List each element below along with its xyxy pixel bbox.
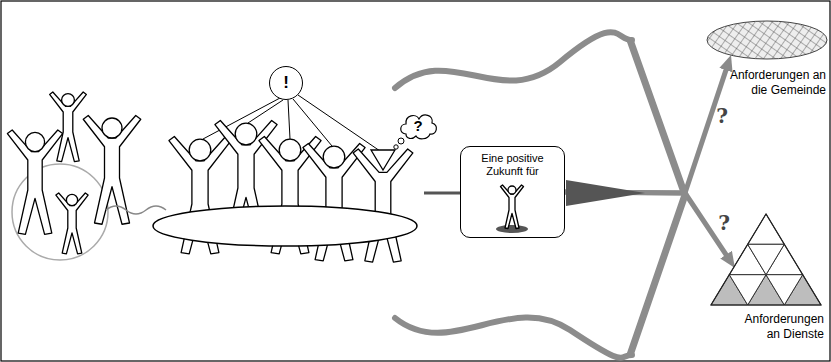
thought-dot bbox=[398, 138, 404, 144]
stick-figure bbox=[50, 92, 87, 162]
triangle-head bbox=[371, 150, 395, 170]
stick-figure bbox=[353, 149, 413, 262]
text-block: ! bbox=[270, 67, 302, 99]
community-ellipse: Anforderungen an die Gemeinde bbox=[706, 18, 828, 106]
flow-arrow bbox=[565, 66, 727, 193]
text-block: Anforderungen an die Gemeinde bbox=[712, 68, 826, 98]
flow-bar bbox=[424, 192, 460, 195]
flow-wave bbox=[395, 32, 632, 88]
grid-ellipse bbox=[706, 18, 828, 62]
flow-arrow bbox=[565, 192, 728, 258]
thought-bubble: ? bbox=[398, 110, 438, 140]
stick-figure bbox=[7, 130, 62, 234]
edge-label: ? bbox=[718, 211, 730, 235]
node-text: ? bbox=[413, 117, 422, 134]
node-text: Anforderungen an Dienste bbox=[728, 312, 824, 342]
alert-circle: ! bbox=[269, 66, 303, 100]
text-block: Eine positive Zukunft für bbox=[465, 152, 560, 178]
round-table bbox=[153, 206, 417, 246]
future-box: Eine positive Zukunft für bbox=[460, 146, 565, 238]
stick-figure bbox=[56, 193, 88, 254]
thought-dot bbox=[394, 145, 398, 149]
node-text: Anforderungen an die Gemeinde bbox=[712, 68, 826, 98]
node-text: Eine positive Zukunft für bbox=[465, 152, 560, 178]
chevron bbox=[630, 40, 685, 355]
flow-wave bbox=[395, 317, 632, 357]
text-block: Anforderungen an Dienste bbox=[728, 312, 824, 342]
text-block: ? bbox=[398, 111, 438, 140]
stick-figure bbox=[83, 116, 141, 225]
wavy-link bbox=[106, 206, 166, 214]
node-text: ! bbox=[283, 73, 289, 93]
edge-label: ? bbox=[716, 104, 728, 128]
